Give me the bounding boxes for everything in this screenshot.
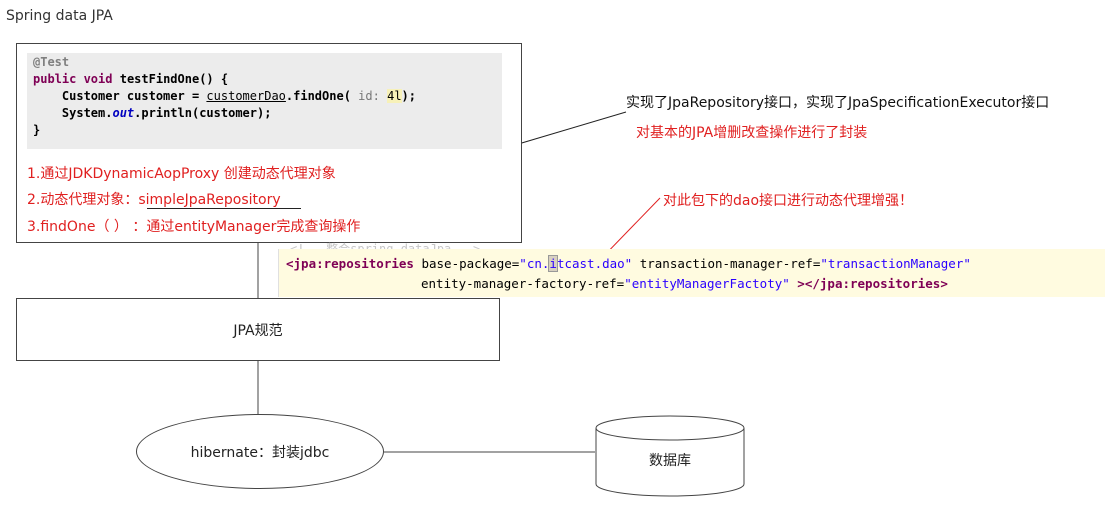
xml-close-tag: jpa:repositories bbox=[819, 276, 941, 291]
diagram-title: Spring data JPA bbox=[6, 8, 113, 24]
hibernate-label: hibernate：封装jdbc bbox=[190, 444, 330, 461]
method-name: testFindOne() { bbox=[119, 72, 229, 86]
proxy-note: 对此包下的dao接口进行动态代理增强！ bbox=[663, 193, 914, 209]
step-1-text: 1.通过JDKDynamicAopProxy 创建动态代理对象 bbox=[27, 166, 336, 182]
step-2-underline bbox=[147, 208, 301, 209]
code-keyword: public void bbox=[33, 72, 113, 86]
step-2-text: 2.动态代理对象：simpleJpaRepository bbox=[27, 189, 281, 209]
println-call: .println(customer); bbox=[134, 106, 272, 120]
xml-base-package-highlight: i bbox=[548, 255, 558, 272]
xml-close-a: ></ bbox=[789, 276, 820, 291]
xml-close-b: > bbox=[940, 276, 948, 291]
step-2-value: simpleJpaRepository bbox=[138, 192, 281, 208]
xml-emf-attr: entity-manager-factory-ref= bbox=[421, 276, 625, 291]
jpa-spec-label: JPA规范 bbox=[233, 322, 283, 339]
xml-base-package-attr: base-package= bbox=[413, 256, 520, 271]
test-annotation: @Test bbox=[33, 55, 70, 69]
hibernate-ellipse bbox=[136, 414, 384, 489]
xml-config-panel bbox=[278, 249, 1105, 297]
database-label: 数据库 bbox=[649, 453, 691, 469]
customer-dao-ref: customerDao bbox=[206, 89, 286, 103]
xml-base-package-value-b: tcast.dao" bbox=[556, 256, 633, 271]
jpa-spec-box bbox=[16, 298, 500, 361]
out-field: out bbox=[112, 106, 135, 120]
closing-brace: } bbox=[33, 123, 41, 137]
xml-emf-value: "entityManagerFactoty" bbox=[624, 276, 790, 291]
xml-line-2: entity-manager-factory-ref="entityManage… bbox=[421, 276, 948, 291]
xml-tx-attr: transaction-manager-ref= bbox=[632, 256, 821, 271]
xml-line-1: <jpa:repositories base-package="cn.itcas… bbox=[286, 255, 971, 272]
database-cylinder bbox=[595, 415, 745, 497]
xml-base-package-value-a: "cn. bbox=[519, 256, 550, 271]
code-block: @Test public void testFindOne() { Custom… bbox=[27, 53, 502, 149]
crud-note: 对基本的JPA增删改查操作进行了封装 bbox=[636, 125, 868, 141]
xml-open-tag: <jpa:repositories bbox=[286, 256, 414, 271]
find-one-call: .findOne( bbox=[285, 89, 351, 103]
step-3-text: 3.findOne（ ） ：通过entityManager完成查询操作 bbox=[27, 219, 361, 235]
id-value: 4l bbox=[387, 89, 402, 103]
code-line-declaration: Customer customer = bbox=[61, 89, 200, 103]
step-2-prefix: 2.动态代理对象： bbox=[27, 192, 139, 208]
implements-note: 实现了JpaRepository接口，实现了JpaSpecificationEx… bbox=[626, 95, 1050, 111]
param-hint: id: bbox=[358, 89, 380, 103]
xml-tx-value: "transactionManager" bbox=[820, 256, 971, 271]
system-ref: System. bbox=[61, 106, 113, 120]
call-end: ); bbox=[401, 89, 416, 103]
